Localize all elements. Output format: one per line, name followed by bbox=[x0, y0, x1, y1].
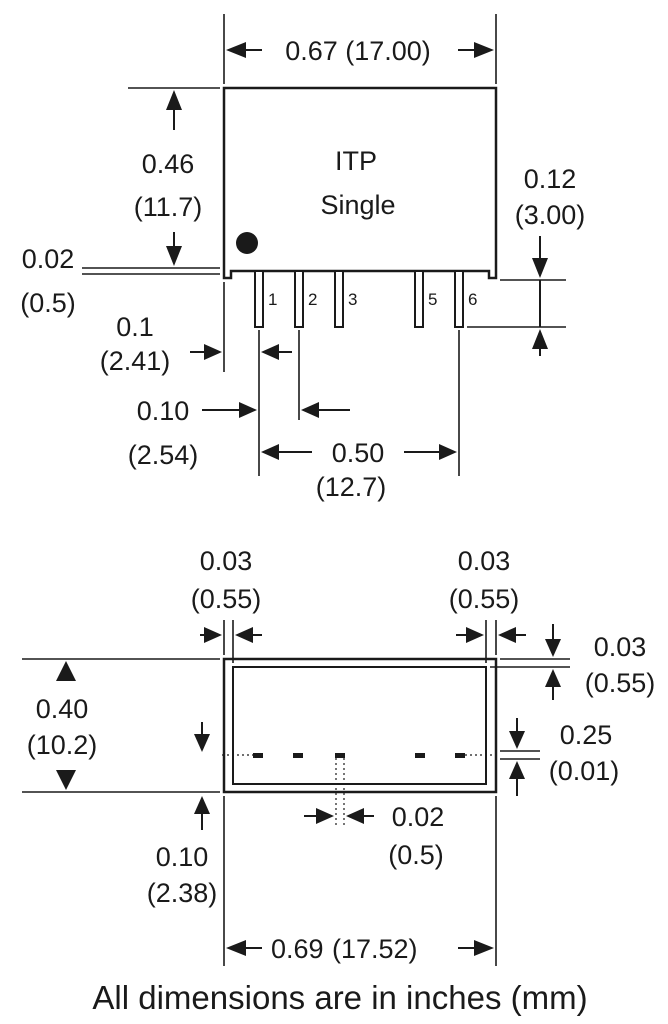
package-outline-outer bbox=[222, 657, 498, 794]
dimension-pin-row: 0.25 (0.01) bbox=[500, 718, 619, 796]
dimension-pin-span: 0.50 (12.7) bbox=[261, 330, 460, 502]
package-outline-inner bbox=[232, 666, 487, 785]
package-body bbox=[222, 86, 498, 280]
svg-text:(0.01): (0.01) bbox=[549, 756, 620, 786]
svg-text:0.69: 0.69 bbox=[271, 934, 324, 964]
svg-text:0.02: 0.02 bbox=[392, 802, 445, 832]
svg-text:(2.54): (2.54) bbox=[128, 440, 199, 470]
svg-text:(11.7): (11.7) bbox=[134, 192, 203, 222]
dimension-width-bottom: 0.69 (17.52) bbox=[223, 796, 497, 966]
svg-text:0.40: 0.40 bbox=[36, 694, 89, 724]
footprint-pin-2 bbox=[293, 753, 303, 758]
svg-text:0.25: 0.25 bbox=[560, 720, 613, 750]
svg-text:(2.41): (2.41) bbox=[100, 346, 171, 376]
units-note: All dimensions are in inches (mm) bbox=[92, 979, 587, 1016]
pin-5 bbox=[414, 270, 424, 328]
svg-text:0.10: 0.10 bbox=[137, 396, 190, 426]
pin-footprints bbox=[253, 753, 465, 758]
svg-text:(12.7): (12.7) bbox=[316, 472, 387, 502]
svg-text:0.03: 0.03 bbox=[458, 546, 511, 576]
svg-text:0.10: 0.10 bbox=[156, 842, 209, 872]
pins bbox=[254, 270, 464, 328]
pin-6 bbox=[454, 270, 464, 328]
pin-1-marker bbox=[236, 232, 258, 254]
svg-text:0.03: 0.03 bbox=[200, 546, 253, 576]
svg-text:(3.00): (3.00) bbox=[515, 200, 586, 230]
part-name: ITP bbox=[335, 146, 377, 176]
dimension-left-wall: 0.03 (0.55) bbox=[191, 546, 262, 663]
svg-text:(17.52): (17.52) bbox=[332, 934, 418, 964]
bottom-view: 0.03 (0.55) 0.03 (0.55) 0.03 (0.55) bbox=[22, 546, 655, 966]
dimension-row-offset: 0.10 (2.38) bbox=[147, 722, 218, 908]
pin-label-1: 1 bbox=[268, 290, 277, 309]
pin-2 bbox=[294, 270, 304, 328]
top-view: ITP Single 1 2 3 5 6 0.67 (17.00) bbox=[20, 14, 585, 502]
footprint-pin-3 bbox=[335, 753, 345, 758]
dimension-pin-pitch: 0.10 (2.54) bbox=[128, 330, 350, 476]
pin-label-2: 2 bbox=[308, 290, 317, 309]
dimension-top-wall: 0.03 (0.55) bbox=[490, 624, 655, 700]
pin-label-5: 5 bbox=[428, 290, 437, 309]
dimension-pin-width: 0.02 (0.5) bbox=[304, 802, 444, 870]
svg-text:(0.55): (0.55) bbox=[191, 584, 262, 614]
part-type: Single bbox=[320, 190, 395, 220]
pin-1 bbox=[254, 270, 264, 328]
svg-text:0.12: 0.12 bbox=[524, 164, 577, 194]
svg-text:0.67 (17.00): 0.67 (17.00) bbox=[285, 36, 431, 66]
dimension-pin-length: 0.12 (3.00) bbox=[467, 164, 585, 356]
footprint-pin-5 bbox=[415, 753, 425, 758]
svg-text:0.50: 0.50 bbox=[332, 438, 385, 468]
svg-text:(0.5): (0.5) bbox=[388, 840, 444, 870]
dimension-right-wall: 0.03 (0.55) bbox=[449, 546, 526, 663]
dimension-first-pin-offset: 0.1 (2.41) bbox=[100, 282, 292, 376]
svg-text:(0.55): (0.55) bbox=[585, 668, 656, 698]
svg-text:0.03: 0.03 bbox=[594, 632, 647, 662]
svg-text:(0.5): (0.5) bbox=[20, 288, 76, 318]
dimension-height-top: 0.46 (11.7) bbox=[82, 87, 220, 275]
pin-label-6: 6 bbox=[468, 290, 477, 309]
svg-text:0.1: 0.1 bbox=[116, 312, 154, 342]
pin-3 bbox=[334, 270, 344, 328]
svg-text:(10.2): (10.2) bbox=[27, 730, 98, 760]
svg-text:0.46: 0.46 bbox=[142, 149, 195, 179]
dimension-standoff: 0.02 (0.5) bbox=[20, 244, 76, 318]
pin-label-3: 3 bbox=[348, 290, 357, 309]
footprint-pin-1 bbox=[253, 753, 263, 758]
dimension-width-top: 0.67 (17.00) bbox=[223, 14, 497, 84]
svg-text:(0.55): (0.55) bbox=[449, 584, 520, 614]
svg-text:(2.38): (2.38) bbox=[147, 878, 218, 908]
dimension-height-bottom: 0.40 (10.2) bbox=[22, 658, 220, 793]
svg-text:0.02: 0.02 bbox=[22, 244, 75, 274]
footprint-pin-6 bbox=[455, 753, 465, 758]
